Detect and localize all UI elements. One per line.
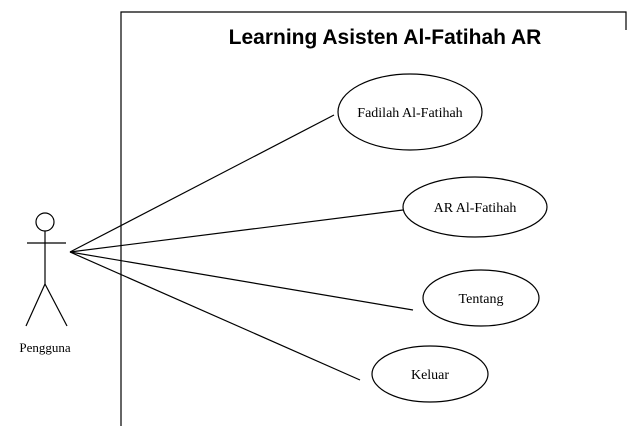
- use-case-ar: AR Al-Fatihah: [402, 176, 548, 238]
- use-case-ellipse: [371, 345, 489, 403]
- use-case-fadilah: Fadilah Al-Fatihah: [337, 73, 483, 151]
- use-case-label: Tentang: [459, 292, 504, 307]
- system-boundary: [120, 11, 627, 426]
- use-case-ellipse: [402, 176, 548, 238]
- use-case-keluar: Keluar: [371, 345, 489, 403]
- association-tentang: [69, 251, 414, 311]
- actor-label: Pengguna: [19, 340, 71, 355]
- association-fadilah: [69, 114, 335, 253]
- use-case-label: Keluar: [411, 368, 449, 383]
- association-keluar: [69, 251, 361, 381]
- use-case-label: Fadilah Al-Fatihah: [357, 106, 462, 121]
- actor-left-leg: [25, 283, 46, 327]
- actor-right-leg: [44, 283, 68, 327]
- use-case-ellipse: [422, 269, 540, 327]
- actor-head: [35, 212, 55, 232]
- system-title: Learning Asisten Al-Fatihah AR: [229, 26, 542, 49]
- use-case-label: AR Al-Fatihah: [434, 201, 517, 216]
- actor-pengguna: Pengguna: [19, 212, 71, 355]
- use-case-tentang: Tentang: [422, 269, 540, 327]
- association-ar: [69, 209, 404, 253]
- use-case-ellipse: [337, 73, 483, 151]
